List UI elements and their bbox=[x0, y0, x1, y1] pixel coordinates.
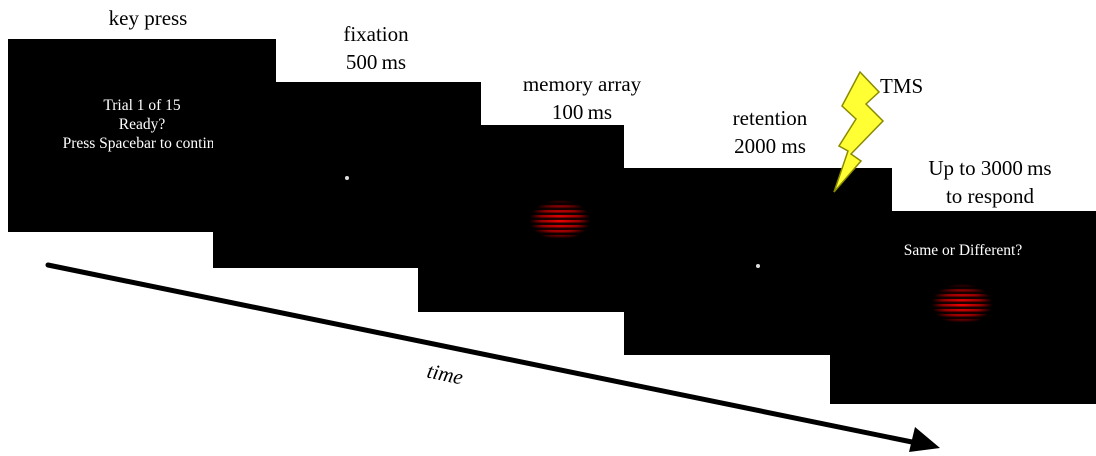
tms-lightning-bolt-icon bbox=[833, 70, 885, 193]
response-label-line1: Up to 3000 ms bbox=[928, 156, 1052, 180]
response-screen: Same or Different? bbox=[830, 211, 1096, 404]
retention-fixation-dot bbox=[756, 264, 760, 268]
memory-array-duration: 100 ms bbox=[551, 100, 613, 124]
fixation-label-name: fixation bbox=[343, 22, 409, 46]
retention-duration: 2000 ms bbox=[734, 134, 806, 158]
tms-label: TMS bbox=[880, 74, 924, 98]
retention-label-name: retention bbox=[732, 106, 808, 130]
fixation-duration: 500 ms bbox=[345, 50, 407, 74]
fixation-label: fixation 500 ms bbox=[296, 22, 456, 75]
keypress-label: key press bbox=[108, 6, 188, 30]
memory-array-label: memory array 100 ms bbox=[492, 72, 672, 125]
response-label-line2: to respond bbox=[945, 184, 1035, 208]
memory-array-label-name: memory array bbox=[522, 72, 642, 96]
keypress-screen-text: Trial 1 of 15 Ready? Press Spacebar to c… bbox=[8, 96, 276, 153]
memory-grating-stimulus bbox=[530, 200, 590, 240]
trial-counter-text: Trial 1 of 15 bbox=[103, 97, 181, 114]
response-prompt-text: Same or Different? bbox=[903, 242, 1023, 259]
timeline-arrow-line bbox=[45, 262, 915, 445]
timeline-arrow-head bbox=[909, 427, 940, 452]
fixation-dot bbox=[345, 176, 349, 180]
retention-label: retention 2000 ms bbox=[690, 106, 850, 159]
memory-array-screen bbox=[418, 125, 624, 312]
ready-text: Ready? bbox=[118, 116, 166, 133]
response-label: Up to 3000 ms to respond bbox=[895, 156, 1085, 209]
spacebar-instruction-text: Press Spacebar to contine bbox=[62, 135, 222, 152]
probe-grating-stimulus bbox=[932, 284, 992, 324]
